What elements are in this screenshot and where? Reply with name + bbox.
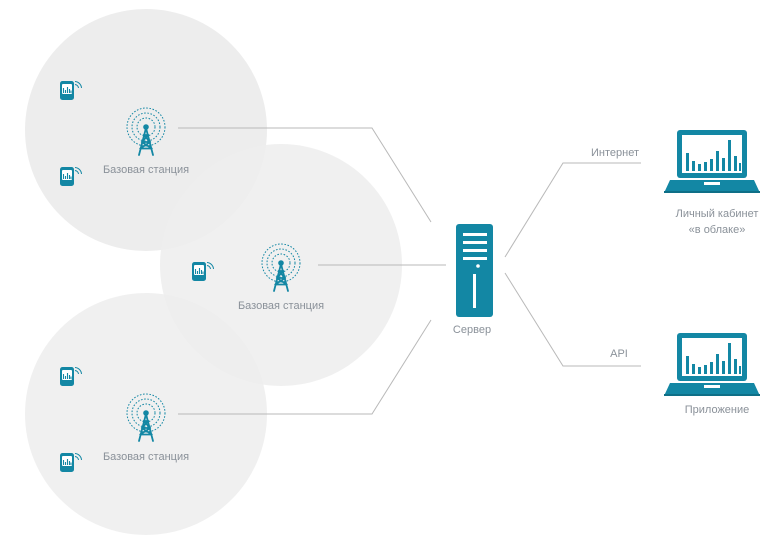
app-label: Приложение (684, 404, 750, 416)
cabinet-label-line1: Личный кабинет (675, 208, 759, 220)
base-station-label-2: Базовая станция (237, 300, 325, 312)
base-station-label-3: Базовая станция (102, 451, 190, 463)
server-icon (456, 224, 493, 317)
laptop-chart-icon (664, 130, 760, 193)
link-station-1-server (178, 127, 432, 223)
laptop-chart-icon (664, 333, 760, 396)
base-station-label-1: Базовая станция (102, 164, 190, 176)
server-label: Сервер (452, 324, 492, 336)
api-link-label: API (610, 348, 628, 360)
internet-link-label: Интернет (591, 147, 639, 159)
cabinet-label-line2: «в облаке» (688, 224, 746, 236)
link-station-3-server (178, 319, 432, 415)
link-server-app (504, 272, 641, 367)
link-server-cabinet (504, 162, 641, 258)
